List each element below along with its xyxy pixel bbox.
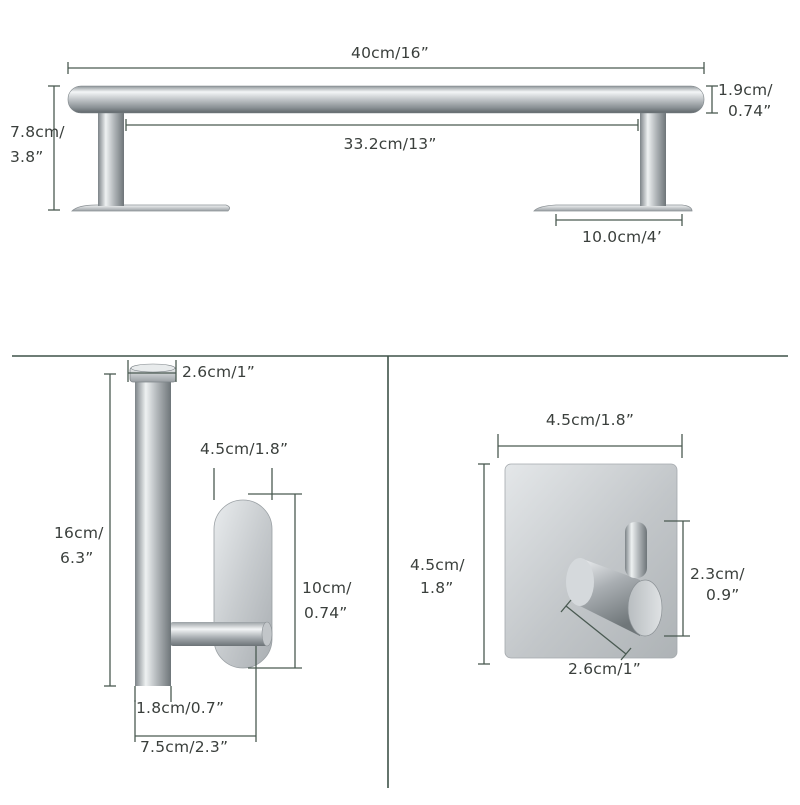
- paper-holder-illustration: [129, 363, 273, 686]
- hook-plate-height-cm-label: 4.5cm/: [410, 556, 465, 574]
- paper-holder-plate-height-cm-label: 10cm/: [302, 579, 352, 597]
- hook-cylinder-body: [580, 558, 640, 636]
- paper-holder-rod: [135, 380, 171, 686]
- hook-diameter-label: 2.6cm/1”: [568, 660, 641, 678]
- towel-bar-post-spacing-label: 33.2cm/13”: [343, 135, 437, 153]
- paper-holder-depth-label: 7.5cm/2.3”: [140, 738, 229, 756]
- hook-plate-height-in-label: 1.8”: [420, 579, 454, 597]
- towel-bar-rod: [67, 85, 705, 114]
- towel-bar-left-post: [98, 108, 124, 206]
- towel-bar-height-cm-label: 7.8cm/: [10, 123, 65, 141]
- towel-bar-length-label: 40cm/16”: [351, 44, 429, 62]
- towel-bar-left-base: [71, 204, 230, 212]
- paper-holder-height-cm-label: 16cm/: [54, 524, 104, 542]
- paper-holder-height-in-label: 6.3”: [60, 549, 94, 567]
- hook-height-in-label: 0.9”: [706, 586, 740, 604]
- hook-height-cm-label: 2.3cm/: [690, 565, 745, 583]
- hook-upright-pin: [625, 522, 647, 578]
- paper-holder-cap-top: [130, 363, 176, 373]
- hook-cylinder-face: [627, 579, 663, 637]
- towel-bar-base-width-label: 10.0cm/4’: [582, 228, 662, 246]
- paper-holder-plate-height-in-label: 0.74”: [304, 604, 348, 622]
- paper-holder-arm: [170, 622, 268, 646]
- hook-cylinder-back: [566, 558, 594, 606]
- towel-bar-diameter-in-label: 0.74”: [728, 102, 772, 120]
- paper-holder-dimensions: [104, 360, 302, 742]
- towel-bar-right-post: [640, 108, 666, 206]
- hook-dimensions: [478, 434, 690, 665]
- towel-bar-right-base: [533, 204, 693, 212]
- paper-holder-rod-diameter-label: 1.8cm/0.7”: [136, 699, 225, 717]
- towel-bar-illustration: [67, 85, 705, 212]
- paper-holder-plate-width-label: 4.5cm/1.8”: [200, 440, 289, 458]
- towel-bar-dimensions: [48, 62, 718, 226]
- hook-plate-width-label: 4.5cm/1.8”: [545, 411, 635, 429]
- paper-holder-arm-end: [261, 621, 273, 647]
- towel-bar-diameter-cm-label: 1.9cm/: [718, 81, 773, 99]
- paper-holder-top-width-label: 2.6cm/1”: [182, 363, 255, 381]
- towel-bar-height-in-label: 3.8”: [10, 148, 44, 166]
- hook-illustration: [504, 463, 678, 659]
